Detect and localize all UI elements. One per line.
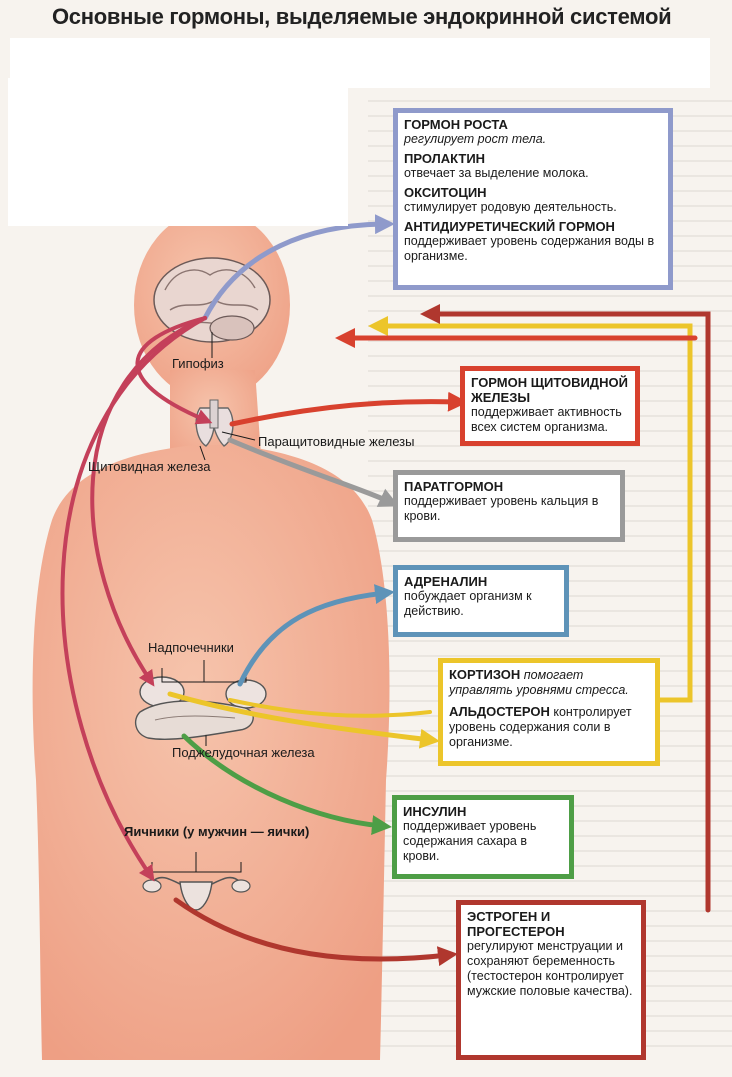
growth-text: регулирует рост тела. <box>404 132 547 146</box>
label-parathyroid: Паращитовидные железы <box>258 434 415 449</box>
insulin-text: поддерживает уровень содержания сахара в… <box>403 819 537 863</box>
thyroid-title: ГОРМОН ЩИТОВИДНОЙ ЖЕЛЕЗЫ <box>471 375 628 405</box>
arrow-estrogen <box>173 897 458 967</box>
arrow-pituitary <box>202 214 395 321</box>
arrow-adrenaline <box>237 584 395 687</box>
cortisone-title: КОРТИЗОН <box>449 667 521 682</box>
box-estrogen-progesterone: ЭСТРОГЕН И ПРОГЕСТЕРОН регулируют менстр… <box>456 900 646 1060</box>
adrenaline-title: АДРЕНАЛИН <box>404 574 488 589</box>
arrow-cortisone-2 <box>228 698 432 718</box>
box-adrenaline: АДРЕНАЛИН побуждает организм к действию. <box>393 565 569 637</box>
adrenaline-text: побуждает организм к действию. <box>404 589 532 618</box>
estrogen-title: ЭСТРОГЕН И ПРОГЕСТЕРОН <box>467 909 565 939</box>
parathyroid-text: поддерживает уровень кальция в крови. <box>404 494 599 523</box>
box-parathormone: ПАРАТГОРМОН поддерживает уровень кальция… <box>393 470 625 542</box>
oxytocin-text: стимулирует родовую деятельность. <box>404 200 617 214</box>
arrow-pituitary-adrenal <box>90 316 207 687</box>
parathyroid-title: ПАРАТГОРМОН <box>404 479 504 494</box>
label-adrenal: Надпочечники <box>148 640 234 655</box>
growth-title: ГОРМОН РОСТА <box>404 117 508 132</box>
cortisone-text: помогает управлять уровнями стресса. <box>449 668 629 697</box>
aldosterone-title: АЛЬДОСТЕРОН <box>449 704 550 719</box>
ovaries-icon <box>142 876 251 911</box>
box-cortisone-aldosterone: КОРТИЗОН помогает управлять уровнями стр… <box>438 658 660 766</box>
box-thyroid-hormone: ГОРМОН ЩИТОВИДНОЙ ЖЕЛЕЗЫ поддерживает ак… <box>460 366 640 446</box>
arrow-parathyroid <box>227 437 400 507</box>
blank-panel <box>8 78 348 226</box>
adh-title: АНТИДИУРЕТИЧЕСКИЙ ГОРМОН <box>404 219 615 234</box>
arrow-cortisone <box>167 691 440 749</box>
arrow-estrogen-feedback <box>420 304 711 913</box>
estrogen-text: регулируют менструации и сохраняют берем… <box>467 939 633 998</box>
label-pancreas: Поджелудочная железа <box>172 745 315 760</box>
adh-text: поддерживает уровень содержания воды в о… <box>404 234 655 263</box>
prolactin-title: ПРОЛАКТИН <box>404 151 486 166</box>
label-ovaries: Яичники (у мужчин — яички) <box>124 824 310 839</box>
arrow-pituitary-thyroid <box>135 316 213 425</box>
box-pituitary-hormones: ГОРМОН РОСТА регулирует рост тела. ПРОЛА… <box>393 108 673 290</box>
arrow-cortisone-feedback <box>368 316 693 703</box>
insulin-title: ИНСУЛИН <box>403 804 467 819</box>
label-thyroid: Щитовидная железа <box>88 459 211 474</box>
hormone-arrows <box>60 214 711 967</box>
page-title: Основные гормоны, выделяемые эндокринной… <box>52 4 672 29</box>
label-pituitary: Гипофиз <box>172 356 224 371</box>
prolactin-text: отвечает за выделение молока. <box>404 166 589 180</box>
box-insulin: ИНСУЛИН поддерживает уровень содержания … <box>392 795 574 879</box>
arrow-thyroid <box>229 391 468 427</box>
oxytocin-title: ОКСИТОЦИН <box>404 185 487 200</box>
thyroid-text: поддерживает активность всех систем орга… <box>471 405 622 434</box>
aldosterone-text: контролирует уровень содержания соли в о… <box>449 705 632 749</box>
arrow-insulin <box>181 733 392 835</box>
